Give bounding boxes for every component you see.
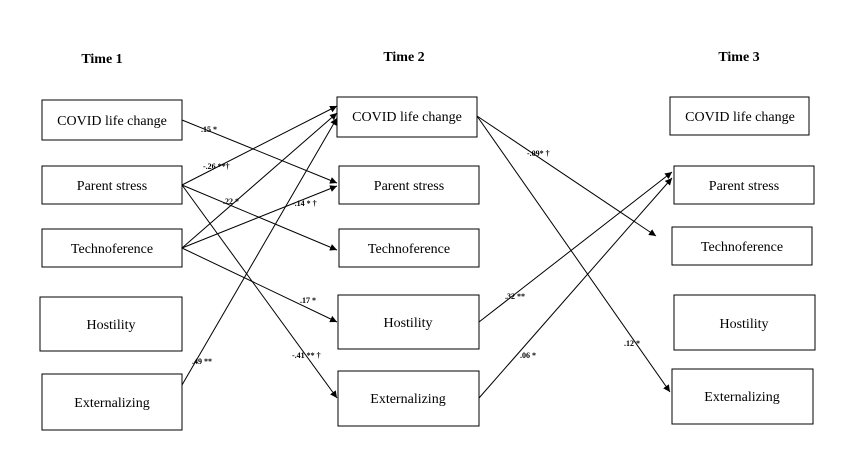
t1-technoference-label: Technoference xyxy=(71,242,153,257)
t1-parent-stress-node: Parent stress xyxy=(41,165,183,205)
t1-covid-node: COVID life change xyxy=(41,99,183,141)
t3-externalizing-label: Externalizing xyxy=(704,390,779,405)
path-arrow-t1-parent-stress-to-t2-covid xyxy=(181,105,338,186)
coef-label-3: .22 * xyxy=(223,197,239,206)
t3-technoference-label: Technoference xyxy=(701,240,783,255)
coef-label-6: -.41 ** † xyxy=(292,351,321,360)
path-arrow-t1-parent-stress-to-t2-externalizing xyxy=(181,184,338,399)
edges xyxy=(181,105,673,399)
coef-label-1: .15 * xyxy=(201,125,217,134)
coef-label-5: .17 * xyxy=(300,296,316,305)
t3-technoference-node: Technoference xyxy=(671,226,813,266)
t2-covid-label: COVID life change xyxy=(352,110,462,125)
path-arrow-t1-externalizing-to-t2-covid xyxy=(181,117,338,386)
coef-label-7: .49 ** xyxy=(192,357,212,366)
t1-technoference-node: Technoference xyxy=(41,228,183,268)
path-arrow-t1-covid-to-t2-parent-stress xyxy=(181,119,338,184)
time3-header: Time 3 xyxy=(718,50,759,65)
path-arrow-t2-hostility-to-t3-parent-stress xyxy=(478,171,673,323)
t2-externalizing-node: Externalizing xyxy=(337,370,480,427)
t1-externalizing-node: Externalizing xyxy=(41,373,183,431)
path-arrow-t1-technoference-to-t2-hostility xyxy=(181,247,338,323)
t3-hostility-label: Hostility xyxy=(719,317,768,332)
coef-label-2: -.26 **† xyxy=(203,162,230,171)
t1-covid-label: COVID life change xyxy=(57,114,167,129)
t2-technoference-label: Technoference xyxy=(368,242,450,257)
t2-hostility-node: Hostility xyxy=(337,294,480,350)
t2-externalizing-label: Externalizing xyxy=(370,392,445,407)
coef-label-10: .06 * xyxy=(520,351,536,360)
t1-parent-stress-label: Parent stress xyxy=(77,179,147,194)
coef-label-9: .32 ** xyxy=(505,292,525,301)
path-arrow-t2-externalizing-to-t3-parent-stress xyxy=(478,177,673,399)
t1-externalizing-label: Externalizing xyxy=(74,396,149,411)
path-arrow-t2-covid-to-t3-technoference xyxy=(476,115,657,237)
t2-parent-stress-label: Parent stress xyxy=(374,179,444,194)
t3-hostility-node: Hostility xyxy=(673,294,816,351)
t2-hostility-label: Hostility xyxy=(383,316,432,331)
t3-covid-label: COVID life change xyxy=(685,110,795,125)
t3-parent-stress-label: Parent stress xyxy=(709,179,779,194)
path-arrow-t1-technoference-to-t2-parent-stress xyxy=(181,185,338,249)
path-arrow-t1-technoference-to-t2-covid xyxy=(181,112,338,249)
t1-hostility-node: Hostility xyxy=(39,296,183,352)
time1-header: Time 1 xyxy=(81,52,122,67)
path-arrow-t2-covid-to-t3-externalizing xyxy=(476,115,671,393)
time2-header: Time 2 xyxy=(383,50,424,65)
t2-technoference-node: Technoference xyxy=(338,228,480,268)
t3-covid-node: COVID life change xyxy=(669,96,810,136)
t2-covid-node: COVID life change xyxy=(336,96,478,138)
coef-label-4: -.14 * † xyxy=(292,199,317,208)
t2-parent-stress-node: Parent stress xyxy=(338,165,480,205)
t3-parent-stress-node: Parent stress xyxy=(673,165,815,205)
coef-label-8: -.09* † xyxy=(527,149,550,158)
t3-externalizing-node: Externalizing xyxy=(671,368,814,425)
t1-hostility-label: Hostility xyxy=(86,318,135,333)
coef-label-11: .12 * xyxy=(624,339,640,348)
